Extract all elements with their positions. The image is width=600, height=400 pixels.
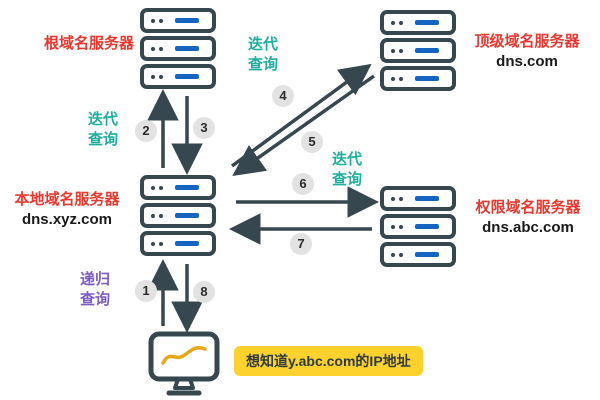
local-dns-domain: dns.xyz.com	[21, 211, 113, 229]
tld-dns-label: 顶级域名服务器	[474, 33, 580, 50]
server-unit	[380, 10, 456, 35]
server-led-icon	[151, 18, 155, 23]
iterative-query-label-top: 迭代查询	[247, 36, 278, 73]
step-badge-8: 8	[193, 281, 215, 303]
server-led-icon	[399, 196, 403, 201]
server-led-icon	[391, 76, 395, 81]
step-badge-7: 7	[290, 233, 312, 255]
server-led-icon	[159, 18, 163, 23]
client-computer-icon	[148, 331, 220, 396]
server-led-icon	[399, 48, 403, 53]
server-led-icon	[151, 213, 155, 218]
server-led-icon	[159, 241, 163, 246]
server-led-icon	[399, 224, 403, 229]
server-led-icon	[159, 213, 163, 218]
server-led-icon	[151, 46, 155, 51]
server-unit	[380, 242, 456, 267]
tld-dns-domain: dns.com	[496, 53, 558, 71]
server-led-icon	[151, 74, 155, 79]
step-badge-2: 2	[135, 120, 157, 142]
local-dns-server-icon	[140, 175, 216, 256]
server-slot-icon	[415, 48, 439, 53]
recursive-query-label: 递归查询	[79, 271, 110, 308]
root-dns-label: 根域名服务器	[43, 35, 134, 52]
step-badge-4: 4	[272, 85, 294, 107]
server-led-icon	[399, 252, 403, 257]
server-slot-icon	[415, 20, 439, 25]
server-unit	[380, 38, 456, 63]
server-led-icon	[151, 185, 155, 190]
root-dns-server-icon	[140, 8, 216, 89]
auth-dns-label: 权限域名服务器	[475, 199, 581, 216]
server-led-icon	[159, 185, 163, 190]
iterative-query-label-left: 迭代查询	[87, 111, 118, 148]
step-badge-6: 6	[292, 173, 314, 195]
arrow-step5-diagonal	[232, 74, 376, 177]
server-led-icon	[399, 20, 403, 25]
step-badge-1: 1	[135, 280, 157, 302]
step-badge-5: 5	[301, 131, 323, 153]
auth-dns-server-icon	[380, 186, 456, 267]
tld-dns-server-icon	[380, 10, 456, 91]
server-led-icon	[159, 74, 163, 79]
server-unit	[140, 36, 216, 61]
server-unit	[380, 66, 456, 91]
server-slot-icon	[415, 224, 439, 229]
server-led-icon	[391, 196, 395, 201]
server-led-icon	[151, 241, 155, 246]
server-slot-icon	[175, 185, 199, 190]
server-led-icon	[391, 48, 395, 53]
server-unit	[140, 203, 216, 228]
server-unit	[140, 175, 216, 200]
server-led-icon	[391, 224, 395, 229]
tld-dns-labels: 顶级域名服务器 dns.com	[458, 32, 596, 73]
server-slot-icon	[175, 213, 199, 218]
server-led-icon	[159, 46, 163, 51]
iterative-query-label-right: 迭代查询	[331, 151, 362, 188]
server-led-icon	[399, 76, 403, 81]
server-led-icon	[391, 20, 395, 25]
server-slot-icon	[415, 76, 439, 81]
server-unit	[380, 186, 456, 211]
step-badge-3: 3	[193, 117, 215, 139]
auth-dns-labels: 权限域名服务器 dns.abc.com	[458, 198, 598, 239]
local-dns-label: 本地域名服务器	[14, 191, 120, 208]
auth-dns-domain: dns.abc.com	[482, 219, 574, 237]
server-unit	[380, 214, 456, 239]
server-slot-icon	[175, 74, 199, 79]
server-unit	[140, 231, 216, 256]
server-slot-icon	[175, 18, 199, 23]
server-slot-icon	[175, 46, 199, 51]
server-slot-icon	[175, 241, 199, 246]
server-slot-icon	[415, 252, 439, 257]
server-unit	[140, 8, 216, 33]
query-question-box: 想知道y.abc.com的IP地址	[234, 346, 423, 376]
server-led-icon	[391, 252, 395, 257]
server-slot-icon	[415, 196, 439, 201]
local-dns-labels: 本地域名服务器 dns.xyz.com	[0, 190, 134, 231]
server-unit	[140, 64, 216, 89]
